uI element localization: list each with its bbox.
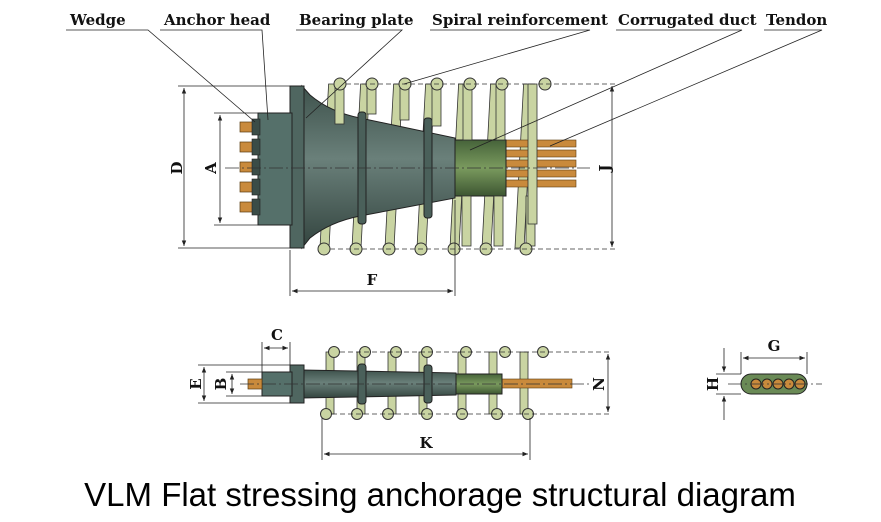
label-wedge: Wedge	[69, 11, 126, 29]
tendon-strands	[499, 139, 577, 188]
dim-b-label: B	[212, 378, 230, 391]
dimension-e: E	[187, 364, 292, 404]
label-tendon: Tendon	[766, 11, 827, 29]
dim-a-label: A	[202, 162, 220, 175]
label-anchor-head: Anchor head	[163, 11, 271, 29]
dim-j-label: J	[596, 164, 614, 173]
dimension-j: J	[596, 86, 615, 247]
cross-section: G H	[704, 337, 822, 420]
dimension-h: H	[704, 348, 741, 420]
bearing-plate-body	[301, 84, 456, 250]
dimension-n: N	[590, 354, 611, 412]
dim-c-label: C	[271, 326, 283, 344]
dimension-c: C	[261, 326, 291, 372]
spiral-ends-bottom	[317, 242, 615, 256]
dimension-a: A	[202, 112, 260, 226]
dimension-f: F	[289, 200, 456, 296]
dim-k-label: K	[419, 434, 433, 452]
dim-d-label: D	[168, 161, 186, 174]
dimension-b: B	[212, 371, 262, 397]
label-corrugated-duct: Corrugated duct	[618, 11, 757, 29]
dim-n-label: N	[590, 377, 608, 391]
top-view: D A J F Wedge	[66, 11, 827, 296]
dim-e-label: E	[187, 378, 205, 389]
side-spiral-ends	[320, 346, 612, 420]
side-tendon	[499, 378, 573, 389]
side-view: E B C N K	[187, 326, 612, 460]
anchor-head	[257, 112, 293, 226]
dimension-g: G	[740, 337, 808, 374]
diagram-title: VLM Flat stressing anchorage structural …	[84, 476, 796, 513]
label-spiral-reinforcement: Spiral reinforcement	[432, 11, 608, 29]
spiral-front-bars	[334, 83, 538, 247]
dim-f-label: F	[367, 271, 378, 289]
callout-leaders	[66, 29, 823, 151]
label-bearing-plate: Bearing plate	[299, 11, 414, 29]
wedges	[239, 118, 261, 216]
spiral-ends-top	[333, 77, 615, 91]
dimension-d: D	[168, 85, 300, 249]
dim-g-label: G	[768, 337, 781, 355]
dimension-k: K	[321, 418, 531, 460]
dim-h-label: H	[704, 377, 722, 391]
